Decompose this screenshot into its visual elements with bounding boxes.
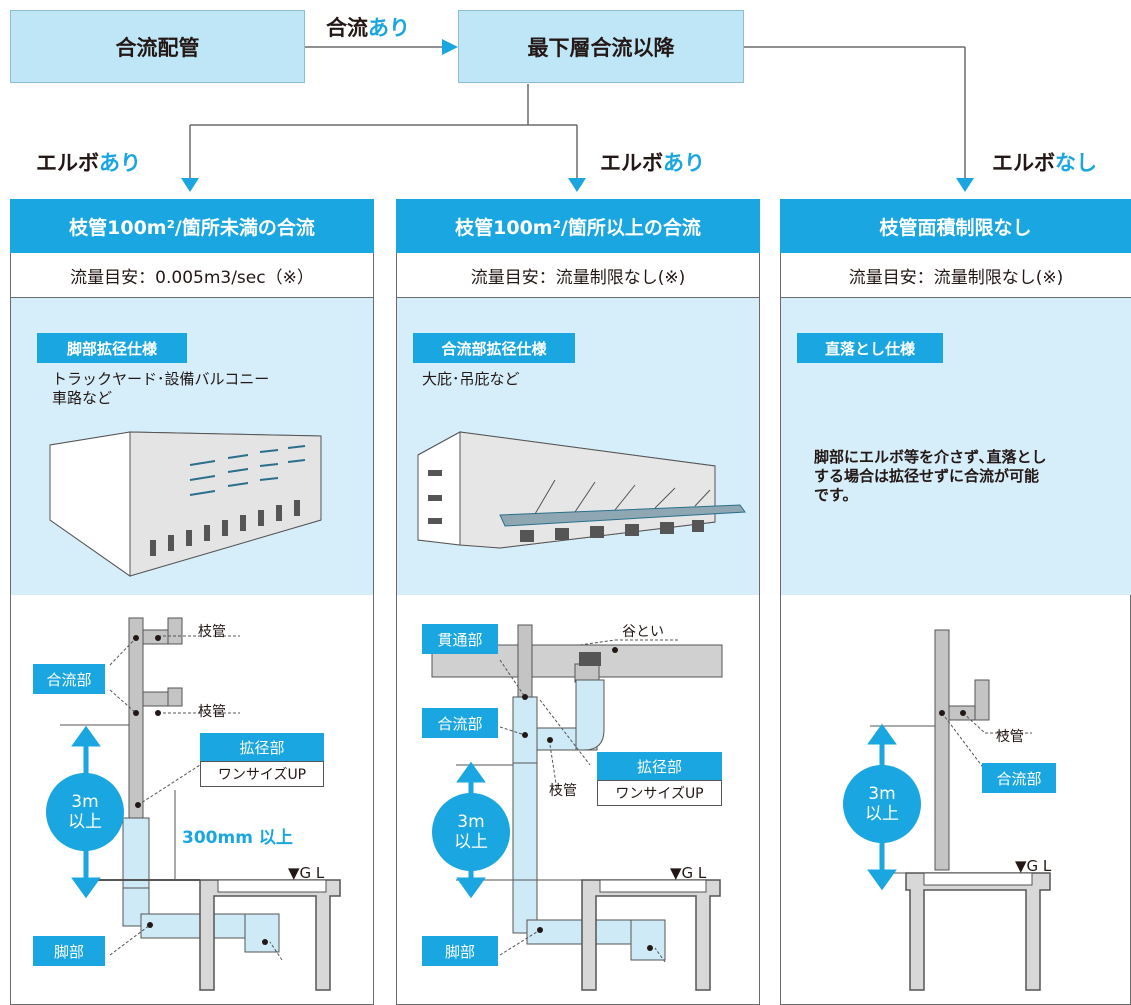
- label-kyakubu-1: 脚部: [33, 936, 105, 966]
- box-gouryu-haikan: 合流配管: [10, 10, 305, 83]
- label-gouryubu-3: 合流部: [982, 763, 1056, 793]
- label-tanitoi: 谷とい: [622, 624, 664, 640]
- label-kakeibu-1: 拡径部: [200, 733, 324, 761]
- label-gl-2: ▼G L: [670, 864, 707, 882]
- column-3-header: 枝管面積制限なし: [780, 199, 1131, 253]
- box-saikaso-gouryu: 最下層合流以降: [458, 10, 744, 83]
- column-3-flow: 流量目安：流量制限なし(※): [781, 253, 1131, 298]
- column-1-desc: トラックヤード･設備バルコニー車路など: [52, 370, 270, 407]
- column-2-header: 枝管100m²/箇所以上の合流: [396, 199, 760, 253]
- branch-label-3: エルボなし: [992, 151, 1097, 175]
- label-edakan-1a: 枝管: [198, 624, 226, 640]
- column-2-desc: 大庇･吊庇など: [422, 370, 520, 388]
- column-1-header: 枝管100m²/箇所未満の合流: [10, 199, 374, 253]
- label-edakan-2: 枝管: [549, 783, 577, 799]
- label-kantsubu: 貫通部: [422, 624, 498, 654]
- label-gouryubu-2: 合流部: [422, 708, 498, 738]
- label-gl-3: ▼G L: [1015, 857, 1052, 875]
- label-gl-1: ▼G L: [288, 864, 325, 882]
- label-kyakubu-2: 脚部: [422, 936, 498, 966]
- arrow-label-gouryu-ari: 合流あり: [326, 16, 410, 40]
- label-onesize-1: ワンサイズUP: [200, 761, 324, 787]
- column-3-spec-badge: 直落とし仕様: [797, 333, 943, 363]
- branch-label-2: エルボあり: [600, 151, 705, 175]
- label-edakan-1b: 枝管: [198, 704, 226, 720]
- branch-label-1: エルボあり: [36, 151, 141, 175]
- column-3-desc: 脚部にエルボ等を介さず､直落としする場合は拡径せずに合流が可能です。: [814, 448, 1047, 504]
- column-1-spec-badge: 脚部拡径仕様: [37, 333, 187, 363]
- column-2-flow: 流量目安：流量制限なし(※): [397, 253, 759, 298]
- column-1-flow: 流量目安：0.005m3/sec（※）: [11, 253, 373, 298]
- label-kakeibu-2: 拡径部: [597, 752, 722, 780]
- label-300mm: 300mm 以上: [182, 828, 293, 848]
- label-gouryubu-1: 合流部: [33, 664, 105, 694]
- column-2-spec-badge: 合流部拡径仕様: [413, 333, 575, 363]
- label-onesize-2: ワンサイズUP: [597, 780, 722, 806]
- label-edakan-3: 枝管: [996, 729, 1024, 745]
